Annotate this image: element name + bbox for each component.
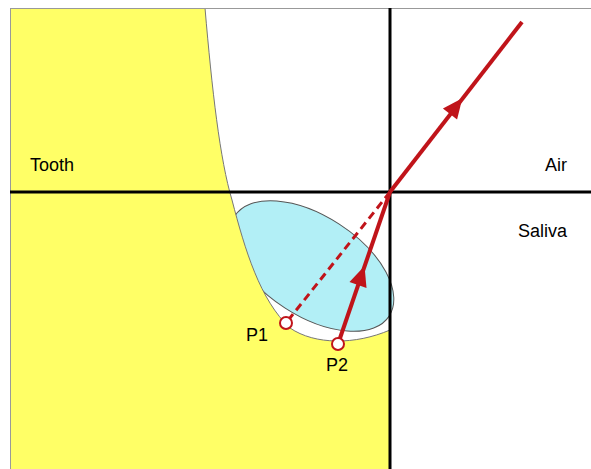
point-label: P2 — [326, 356, 348, 374]
arrowhead — [443, 93, 469, 120]
arrowhead — [349, 263, 373, 288]
point-label: P1 — [246, 326, 268, 344]
apparent-ray — [286, 192, 390, 323]
region-label: Saliva — [518, 222, 567, 240]
point-marker — [280, 317, 292, 329]
region-label: Air — [545, 156, 567, 174]
ray-saliva — [338, 192, 390, 344]
interface-line — [10, 191, 591, 194]
tooth-outline — [205, 8, 390, 341]
frame — [11, 9, 591, 469]
tooth-region — [10, 8, 390, 469]
normal-line — [389, 8, 392, 469]
ray-air — [390, 22, 522, 192]
point-marker — [332, 338, 344, 350]
region-label: Tooth — [30, 156, 74, 174]
